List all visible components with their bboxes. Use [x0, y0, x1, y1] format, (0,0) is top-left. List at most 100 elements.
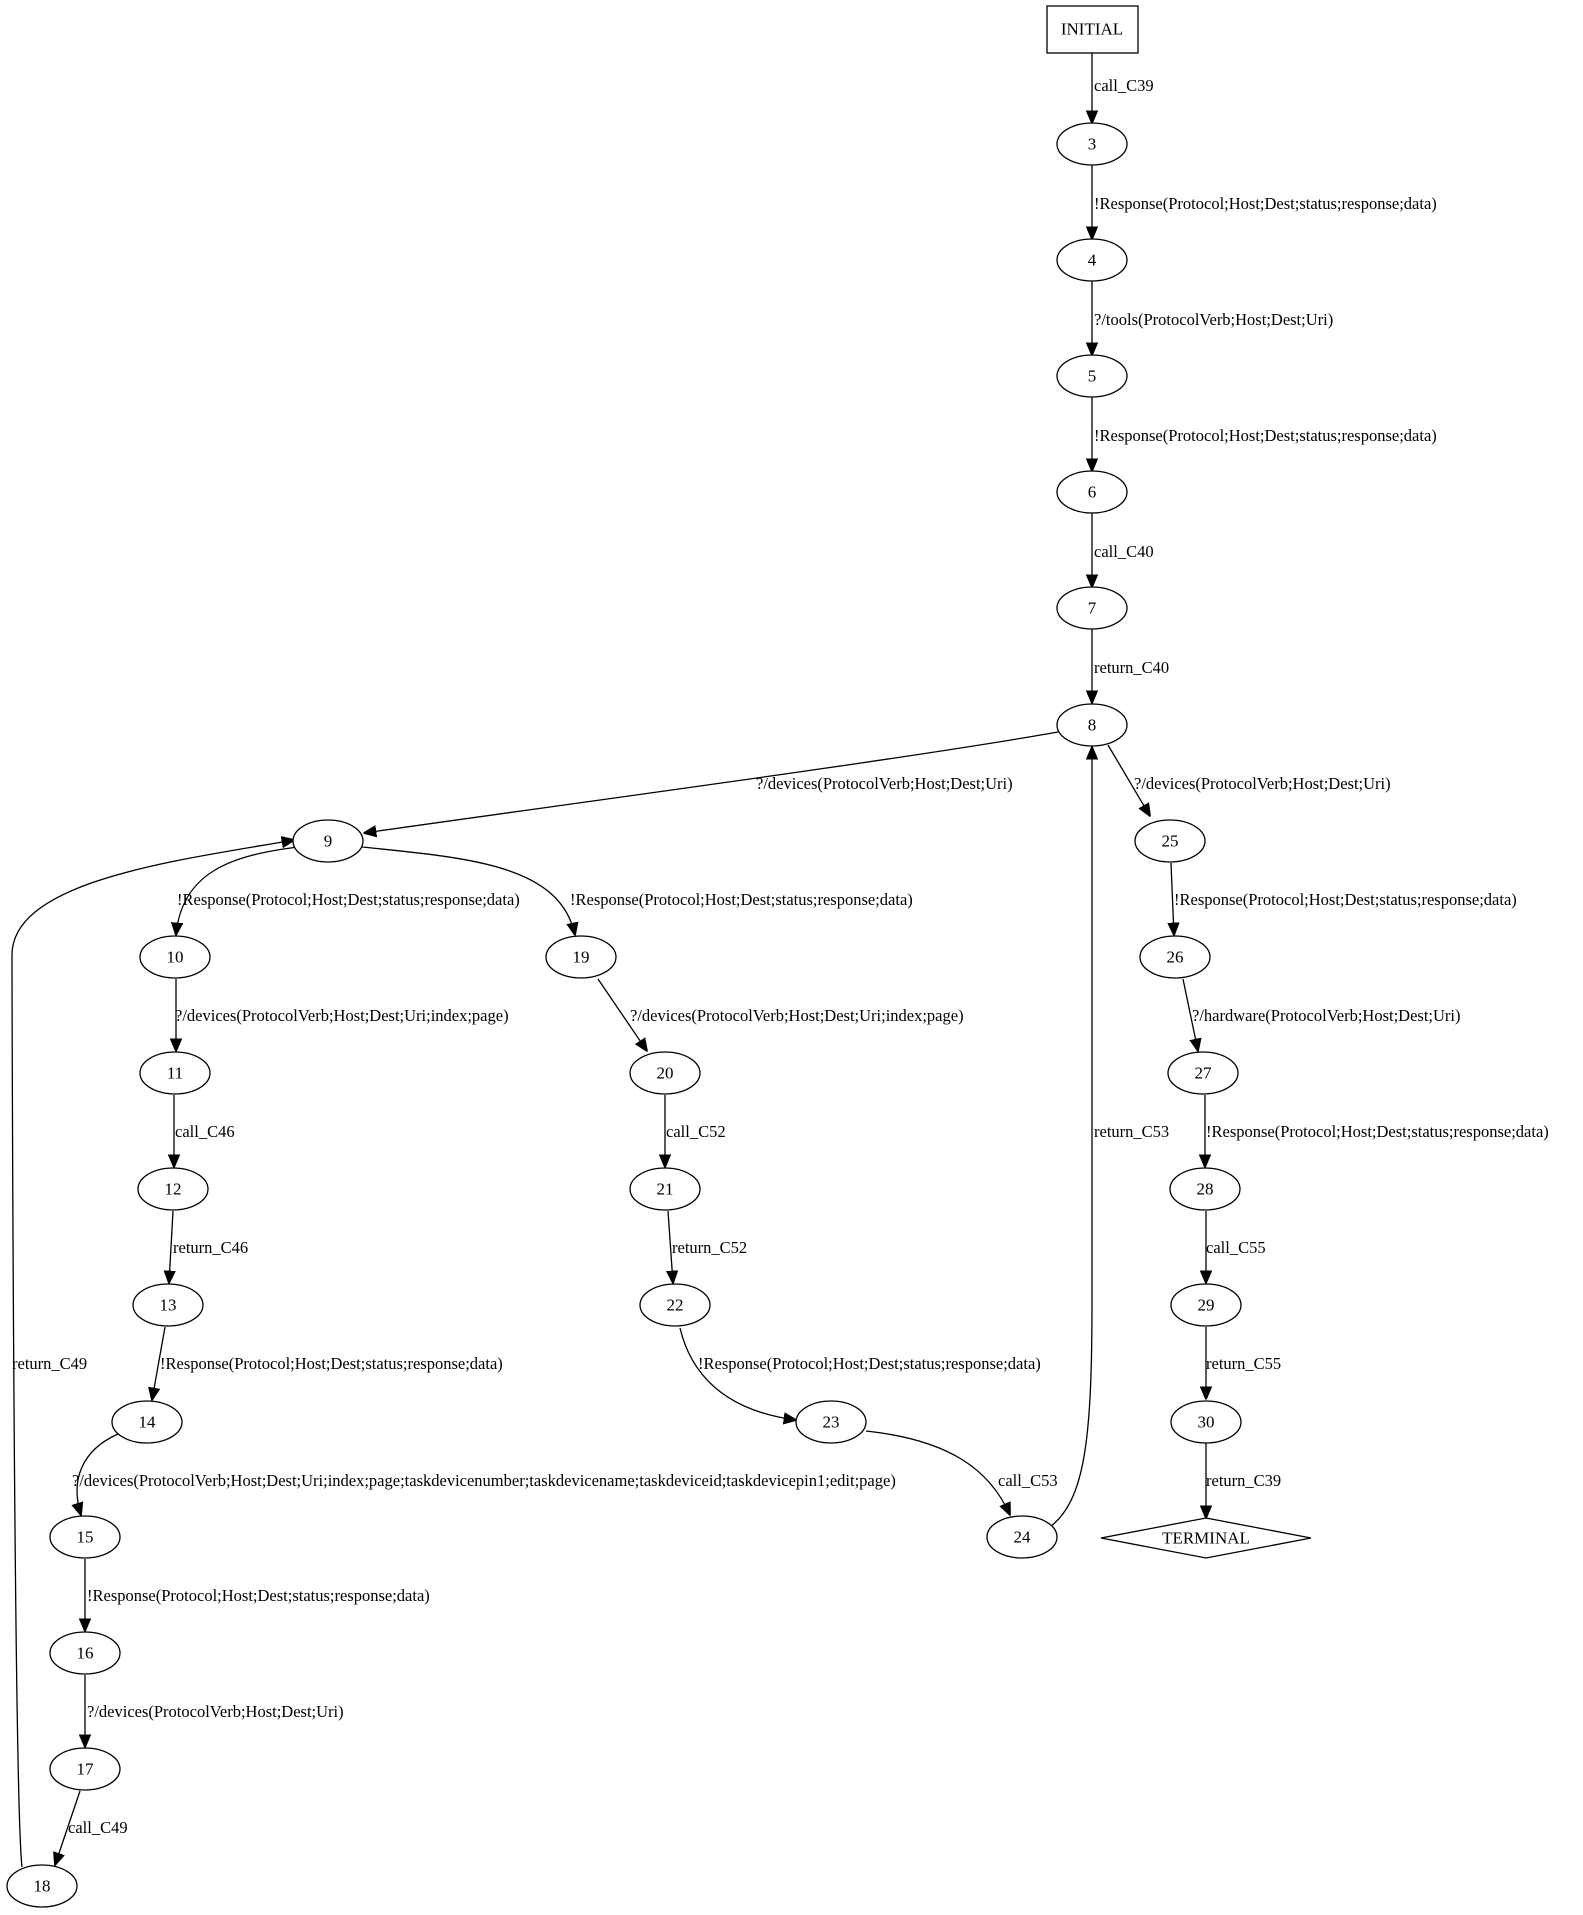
edge-label-28-to-29: call_C55 [1206, 1238, 1266, 1257]
node-label-13: 13 [160, 1296, 177, 1315]
node-label-10: 10 [167, 948, 184, 967]
edge-24-to-8: return_C53 [1049, 747, 1169, 1528]
edge-label-16-to-17: ?/devices(ProtocolVerb;Host;Dest;Uri) [87, 1702, 344, 1721]
edge-label-25-to-26: !Response(Protocol;Host;Dest;status;resp… [1174, 890, 1517, 909]
node-8: 8 [1056, 703, 1128, 747]
edge-label-11-to-12: call_C46 [175, 1122, 235, 1141]
edge-label-4-to-5: ?/tools(ProtocolVerb;Host;Dest;Uri) [1094, 310, 1333, 329]
node-30: 30 [1170, 1400, 1242, 1444]
edge-9-to-10: !Response(Protocol;Host;Dest;status;resp… [176, 846, 520, 935]
node-28: 28 [1169, 1167, 1241, 1211]
node-label-6: 6 [1088, 483, 1097, 502]
edge-22-to-23: !Response(Protocol;Host;Dest;status;resp… [679, 1327, 1041, 1420]
node-label-12: 12 [165, 1180, 182, 1199]
edge-label-26-to-27: ?/hardware(ProtocolVerb;Host;Dest;Uri) [1192, 1006, 1461, 1025]
node-label-26: 26 [1167, 948, 1184, 967]
edge-label-3-to-4: !Response(Protocol;Host;Dest;status;resp… [1094, 194, 1437, 213]
node-label-28: 28 [1197, 1180, 1214, 1199]
edge-label-12-to-13: return_C46 [173, 1238, 248, 1257]
node-label-22: 22 [667, 1296, 684, 1315]
edge-8-to-25: ?/devices(ProtocolVerb;Host;Dest;Uri) [1107, 744, 1391, 816]
edge-5-to-6: !Response(Protocol;Host;Dest;status;resp… [1092, 395, 1437, 471]
edge-label-29-to-30: return_C55 [1206, 1354, 1281, 1373]
node-label-20: 20 [657, 1064, 674, 1083]
node-17: 17 [49, 1747, 121, 1791]
node-9: 9 [292, 819, 364, 863]
node-7: 7 [1056, 586, 1128, 630]
node-label-24: 24 [1014, 1528, 1032, 1547]
node-26: 26 [1139, 935, 1211, 979]
node-15: 15 [49, 1515, 121, 1559]
edge-label-22-to-23: !Response(Protocol;Host;Dest;status;resp… [698, 1354, 1041, 1373]
node-label-30: 30 [1198, 1413, 1215, 1432]
edge-label-9-to-10: !Response(Protocol;Host;Dest;status;resp… [177, 890, 520, 909]
edge-label-20-to-21: call_C52 [666, 1122, 726, 1141]
edge-12-to-13: return_C46 [169, 1210, 248, 1283]
edge-initial-to-3: call_C39 [1092, 53, 1154, 123]
edge-23-to-24: call_C53 [865, 1430, 1058, 1515]
node-label-3: 3 [1088, 135, 1097, 154]
edge-label-15-to-16: !Response(Protocol;Host;Dest;status;resp… [87, 1586, 430, 1605]
edge-8-to-9: ?/devices(ProtocolVerb;Host;Dest;Uri) [364, 731, 1059, 833]
edge-label-13-to-14: !Response(Protocol;Host;Dest;status;resp… [160, 1354, 503, 1373]
node-23: 23 [795, 1400, 867, 1444]
node-10: 10 [139, 935, 211, 979]
edge-21-to-22: return_C52 [668, 1210, 747, 1283]
node-29: 29 [1170, 1283, 1242, 1327]
edge-19-to-20: ?/devices(ProtocolVerb;Host;Dest;Uri;ind… [597, 978, 964, 1051]
node-18: 18 [6, 1864, 78, 1908]
node-label-5: 5 [1088, 367, 1097, 386]
edge-28-to-29: call_C55 [1206, 1211, 1266, 1283]
node-25: 25 [1134, 819, 1206, 863]
edge-label-17-to-18: call_C49 [68, 1818, 128, 1837]
node-label-initial: INITIAL [1061, 20, 1123, 39]
edges: call_C39 !Response(Protocol;Host;Dest;st… [11, 53, 1549, 1868]
node-label-16: 16 [77, 1644, 94, 1663]
edge-label-14-to-15: ?/devices(ProtocolVerb;Host;Dest;Uri;ind… [72, 1471, 896, 1490]
edge-16-to-17: ?/devices(ProtocolVerb;Host;Dest;Uri) [85, 1675, 344, 1747]
edge-label-19-to-20: ?/devices(ProtocolVerb;Host;Dest;Uri;ind… [630, 1006, 964, 1025]
node-22: 22 [639, 1283, 711, 1327]
node-19: 19 [545, 935, 617, 979]
node-6: 6 [1056, 470, 1128, 514]
node-initial: INITIAL [1046, 5, 1139, 54]
node-label-25: 25 [1162, 832, 1179, 851]
edge-label-initial-to-3: call_C39 [1094, 76, 1154, 95]
node-5: 5 [1056, 354, 1128, 398]
node-12: 12 [137, 1167, 209, 1211]
edge-label-24-to-8: return_C53 [1094, 1122, 1169, 1141]
node-label-27: 27 [1195, 1064, 1213, 1083]
edge-6-to-7: call_C40 [1092, 511, 1154, 587]
edge-label-7-to-8: return_C40 [1094, 658, 1169, 677]
edge-17-to-18: call_C49 [55, 1790, 128, 1865]
edge-13-to-14: !Response(Protocol;Host;Dest;status;resp… [152, 1326, 503, 1400]
node-27: 27 [1167, 1051, 1239, 1095]
edge-18-to-9: return_C49 [11, 840, 294, 1868]
edge-27-to-28: !Response(Protocol;Host;Dest;status;resp… [1205, 1095, 1549, 1167]
edge-11-to-12: call_C46 [174, 1095, 235, 1167]
node-24: 24 [986, 1515, 1058, 1559]
edge-26-to-27: ?/hardware(ProtocolVerb;Host;Dest;Uri) [1182, 978, 1461, 1051]
node-16: 16 [49, 1631, 121, 1675]
node-label-9: 9 [324, 832, 333, 851]
node-13: 13 [132, 1283, 204, 1327]
node-20: 20 [629, 1051, 701, 1095]
edge-label-5-to-6: !Response(Protocol;Host;Dest;status;resp… [1094, 426, 1437, 445]
edge-10-to-11: ?/devices(ProtocolVerb;Host;Dest;Uri;ind… [175, 979, 509, 1051]
node-label-17: 17 [77, 1760, 95, 1779]
edge-label-8-to-25: ?/devices(ProtocolVerb;Host;Dest;Uri) [1134, 774, 1391, 793]
node-14: 14 [111, 1400, 183, 1444]
node-label-29: 29 [1198, 1296, 1215, 1315]
edge-29-to-30: return_C55 [1206, 1327, 1281, 1399]
node-3: 3 [1056, 122, 1128, 166]
edge-label-23-to-24: call_C53 [998, 1471, 1058, 1490]
node-label-8: 8 [1088, 716, 1097, 735]
nodes: INITIAL 3 4 5 6 7 8 9 [6, 5, 1312, 1908]
edge-label-30-to-terminal: return_C39 [1206, 1471, 1281, 1490]
edge-label-27-to-28: !Response(Protocol;Host;Dest;status;resp… [1206, 1122, 1549, 1141]
node-label-23: 23 [823, 1413, 840, 1432]
node-label-18: 18 [34, 1877, 51, 1896]
node-label-19: 19 [573, 948, 590, 967]
edge-9-to-19: !Response(Protocol;Host;Dest;status;resp… [361, 846, 913, 935]
